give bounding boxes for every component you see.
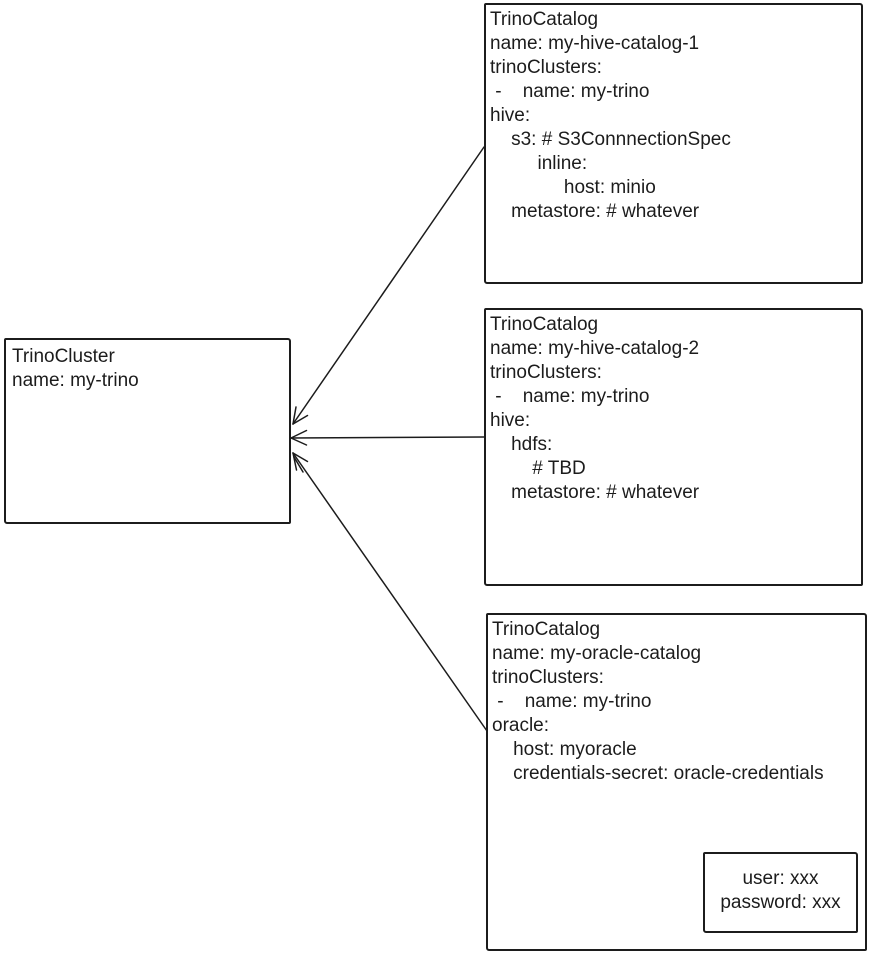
trino-catalog-1-node: TrinoCatalog name: my-hive-catalog-1 tri… xyxy=(484,3,863,284)
trino-cluster-node: TrinoCluster name: my-trino xyxy=(4,338,291,524)
credentials-secret-node: user: xxx password: xxx xyxy=(703,852,858,933)
credentials-secret-text: user: xxx password: xxx xyxy=(720,868,841,913)
connector-catalog1-to-cluster xyxy=(292,146,485,425)
trino-cluster-text: TrinoCluster name: my-trino xyxy=(12,346,139,391)
connector-catalog3-to-cluster xyxy=(292,452,488,732)
trino-catalog-1-text: TrinoCatalog name: my-hive-catalog-1 tri… xyxy=(490,9,731,222)
trino-catalog-2-text: TrinoCatalog name: my-hive-catalog-2 tri… xyxy=(490,314,700,503)
trino-catalog-3-text: TrinoCatalog name: my-oracle-catalog tri… xyxy=(492,619,824,784)
connector-catalog2-to-cluster xyxy=(290,429,485,446)
trino-catalog-2-node: TrinoCatalog name: my-hive-catalog-2 tri… xyxy=(484,308,863,586)
